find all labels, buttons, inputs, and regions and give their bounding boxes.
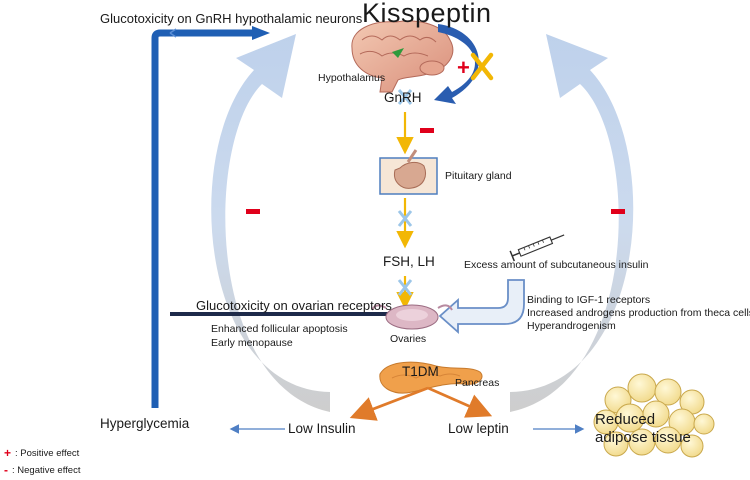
fsh-block-cross [397, 210, 413, 227]
legend-positive: + : Positive effect [4, 446, 79, 460]
glucotoxicity-ovarian-label: Glucotoxicity on ovarian receptors [196, 298, 392, 313]
ovaries-label: Ovaries [390, 333, 427, 345]
menopause-label: Early menopause [211, 337, 293, 349]
gnrh-block-cross [397, 89, 413, 105]
androgens-label: Increased androgens production from thec… [527, 307, 750, 319]
syringe-icon [509, 234, 565, 262]
right-feedback-arc [510, 34, 634, 412]
low-leptin-label: Low leptin [448, 421, 509, 436]
fsh-lh-label: FSH, LH [383, 254, 435, 269]
legend-negative-text: : Negative effect [12, 464, 81, 476]
negative-marker-left [246, 209, 260, 214]
t1dm-label: T1DM [402, 364, 439, 379]
gnrh-label: GnRH [384, 90, 422, 105]
negative-marker-right [611, 209, 625, 214]
hyperandrogenism-label: Hyperandrogenism [527, 320, 616, 332]
insulin-to-ovaries-arrow [438, 279, 525, 335]
hyperglycemia-label: Hyperglycemia [100, 416, 190, 431]
legend-positive-text: : Positive effect [15, 447, 80, 459]
legend-negative-symbol: - [4, 463, 8, 477]
adipose-tissue-icon [593, 373, 715, 458]
apoptosis-label: Enhanced follicular apoptosis [211, 323, 348, 335]
low-insulin-label: Low Insulin [288, 421, 356, 436]
diagram-title: Kisspeptin [362, 0, 492, 28]
reduced-adipose-label-line1: Reduced [595, 411, 656, 428]
pancreas-label: Pancreas [455, 377, 500, 389]
gnrh-feedback-arrow [434, 24, 479, 104]
igf-binding-label: Binding to IGF-1 receptors [527, 294, 651, 306]
legend-negative: - : Negative effect [4, 463, 80, 477]
left-feedback-arc [211, 34, 330, 412]
hyperglycemia-pathway [151, 29, 252, 408]
legend-positive-symbol: + [4, 446, 12, 460]
ovaries-icon [371, 304, 453, 330]
glucotoxicity-gnrh-label: Glucotoxicity on GnRH hypothalamic neuro… [100, 11, 363, 26]
ovary-block-cross [397, 279, 413, 296]
pituitary-label: Pituitary gland [445, 170, 512, 182]
feedback-block-cross [470, 52, 494, 81]
hyperglycemia-pathway-head [252, 26, 270, 40]
hypothalamus-label: Hypothalamus [318, 72, 386, 84]
reduced-adipose-label-line2: adipose tissue [595, 429, 691, 446]
excess-insulin-label: Excess amount of subcutaneous insulin [464, 259, 649, 271]
brain-icon [351, 20, 454, 93]
negative-marker-gnrh [420, 128, 434, 133]
pancreas-icon [379, 361, 483, 394]
pituitary-icon [379, 149, 438, 195]
svg-text:+: + [457, 55, 470, 80]
